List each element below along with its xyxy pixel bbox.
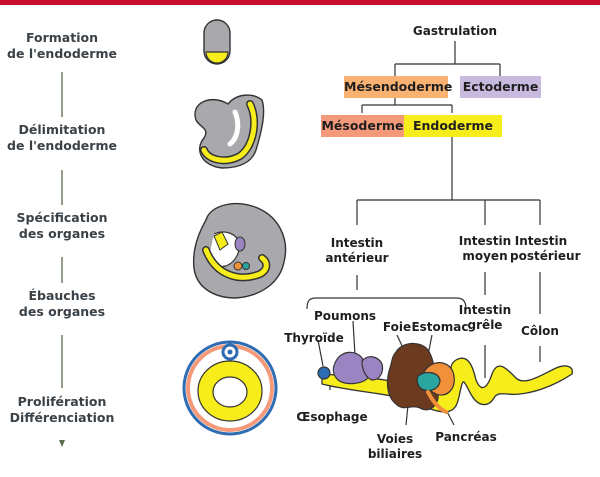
embryo-stage-2 [194,94,265,169]
embryo-stage-3 [192,202,287,299]
oesophage-label: Œsophage [296,410,368,424]
estomac-label: Estomac [411,320,469,334]
stage-label-specification: Spécification des organes [16,210,108,241]
mesoderme-box: Mésoderme [321,115,404,137]
gut-organs [317,342,573,414]
intestin-moyen-label: Intestin moyen [458,234,512,263]
stage-label-proliferation: Prolifération Différenciation [9,394,115,425]
intestin-posterieur-label: Intestin postérieur [510,234,581,263]
endoderme-box: Endoderme [404,115,502,137]
pancreas-label: Pancréas [435,430,497,444]
stage-label-delimitation: Délimitation de l'endoderme [7,122,117,153]
gastrulation-label: Gastrulation [412,24,498,38]
timeline-arrow-icon [59,440,65,447]
thyroide-label: Thyroïde [284,331,344,345]
embryo-stage-4 [182,340,278,436]
tree-lines [306,41,541,426]
mesendoderme-box: Mésendoderme [344,76,452,98]
stage-label-ebauches: Ébauches des organes [18,288,106,319]
ectoderme-box: Ectoderme [460,76,541,98]
intestin-anterieur-label: Intestin antérieur [325,236,389,265]
top-accent-bar [0,0,600,5]
foie-label: Foie [382,320,412,334]
voies-biliaires-label: Voies biliaires [367,432,423,461]
embryo-stage-1 [203,19,231,65]
colon-label: Côlon [521,324,559,338]
intestin-grele-label: Intestin grêle [458,303,512,332]
stage-label-formation: Formation de l'endoderme [7,30,117,61]
poumons-label: Poumons [313,309,376,323]
